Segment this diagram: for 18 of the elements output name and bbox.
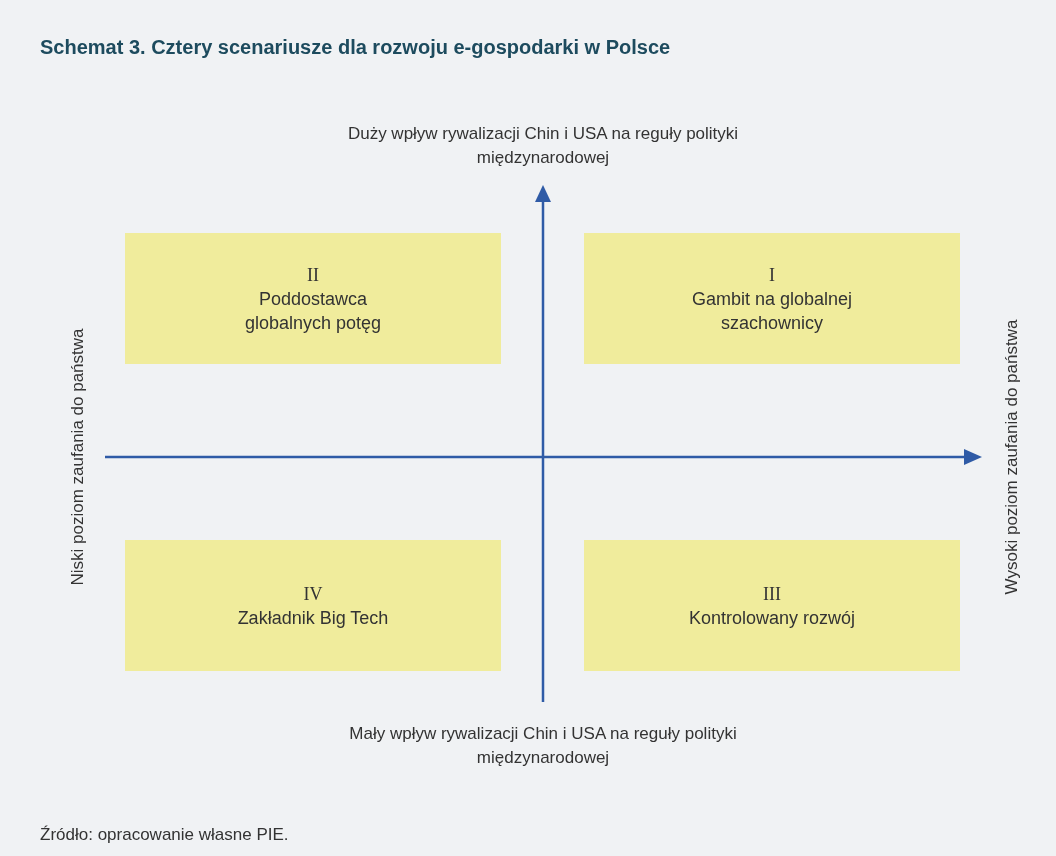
scenario-name: Gambit na globalnej szachownicy: [690, 287, 854, 335]
scenario-box: [584, 233, 960, 364]
scenario-box: [125, 540, 501, 671]
roman-numeral: II: [307, 263, 319, 287]
axis-label: Duży wpływ rywalizacji Chin i USA na reguły polityki międzynarodowej: [346, 123, 740, 169]
scenario-name: Zakładnik Big Tech: [236, 606, 390, 630]
axis-label: Mały wpływ rywalizacji Chin i USA na reguły polityki międzynarodowej: [348, 723, 738, 769]
scenario-box: [125, 233, 501, 364]
diagram-title: Schemat 3. Cztery scenariusze dla rozwoju e-gospodarki w Polsce: [40, 36, 671, 59]
scenario-box: [584, 540, 960, 671]
axis-label: Niski poziom zaufania do państwa: [67, 327, 88, 588]
scenario-name: Poddostawca globalnych potęg: [243, 287, 383, 335]
scenario-name: Kontrolowany rozwój: [687, 606, 857, 630]
axis-label: Wysoki poziom zaufania do państwa: [1001, 318, 1022, 597]
roman-numeral: I: [769, 263, 775, 287]
roman-numeral: IV: [303, 582, 323, 606]
source-note: Źródło: opracowanie własne PIE.: [40, 825, 289, 845]
roman-numeral: III: [763, 582, 781, 606]
